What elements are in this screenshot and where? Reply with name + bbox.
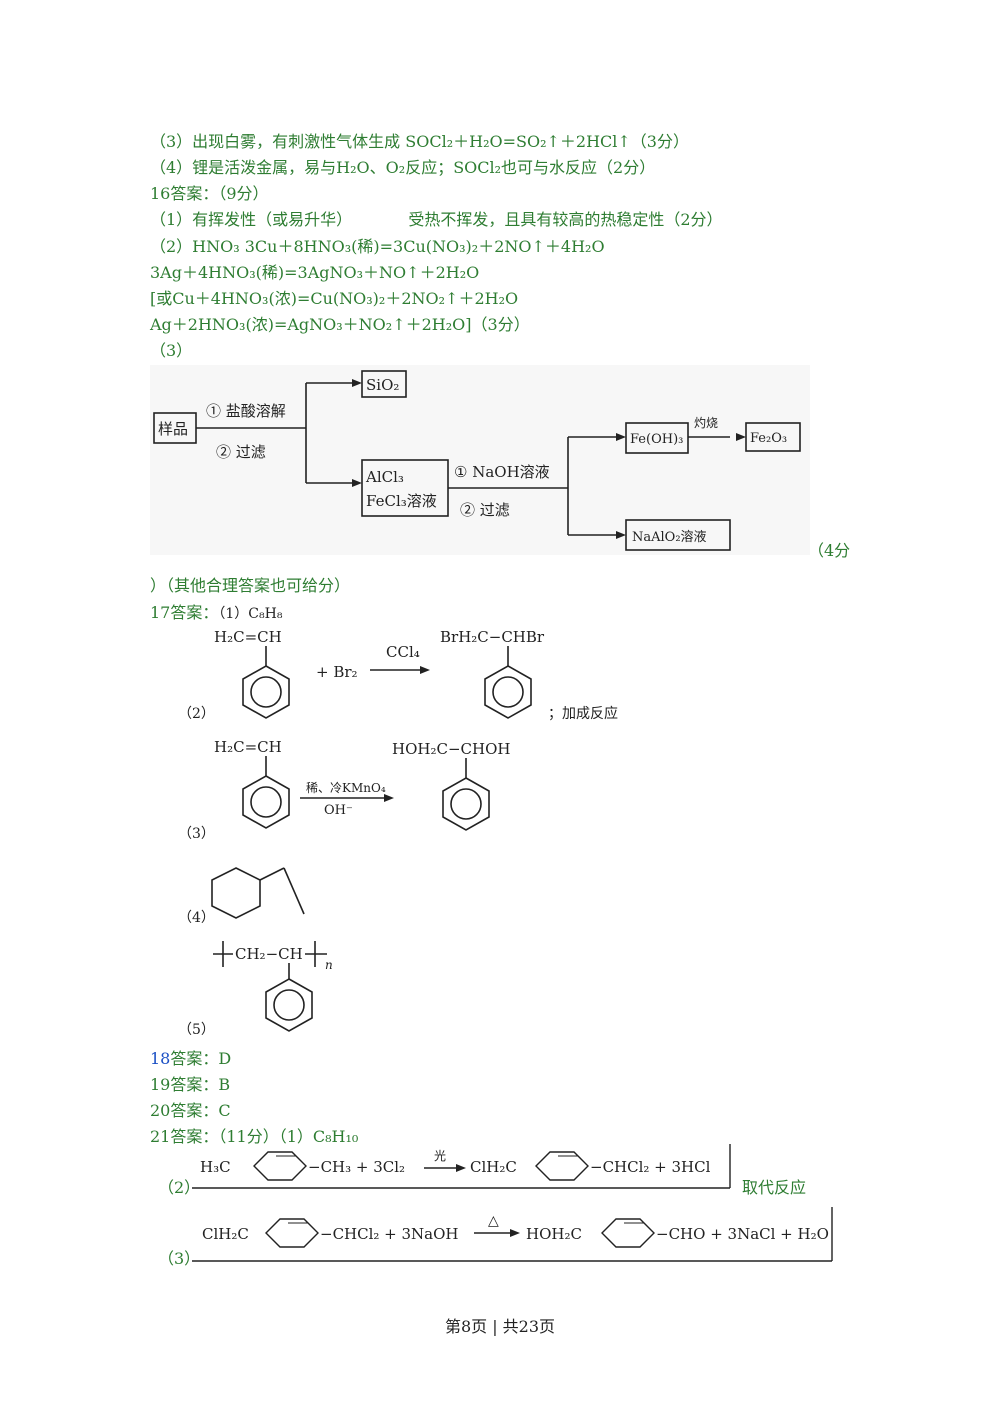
styrene-vinyl-label: H₂C=CH (214, 628, 282, 646)
q21-r3-left: ClH₂C (202, 1225, 249, 1243)
flow-alcl3: AlCl₃ (365, 468, 404, 486)
dichloro-ring (265, 1218, 319, 1248)
q21-r3-reagent: −CHCl₂ + 3NaOH (320, 1225, 459, 1243)
flow-fe2o3: Fe₂O₃ (750, 431, 787, 446)
q17-n3: （3） (178, 826, 215, 842)
q21-reaction-hydrolysis: ClH₂C −CHCl₂ + 3NaOH △ HOH₂C −CHO + 3NaC… (192, 1207, 833, 1262)
q16-part3: （3） (150, 341, 193, 360)
flow-naoh: ① NaOH溶液 (454, 463, 550, 481)
q21-n3: （3） (158, 1249, 201, 1268)
flow-naalo2: NaAlO₂溶液 (632, 530, 707, 545)
q21-r2-product-left: ClH₂C (470, 1158, 517, 1176)
q20-answer: 20答案：C (150, 1101, 231, 1120)
q16-part2-d: Ag＋2HNO₃(浓)=AgNO₃＋NO₂↑＋2H₂O]（3分） (150, 315, 530, 334)
flow-burn: 灼烧 (694, 415, 718, 430)
q17-polystyrene: CH₂−CH n (213, 941, 333, 1032)
kmno4-condition: 稀、冷KMnO₄ (306, 781, 386, 795)
q17-head: 17答案： (150, 603, 219, 622)
styrene-benzene-ring-2 (242, 775, 290, 829)
q17-n2: （2） (178, 706, 215, 722)
q17-part1: （1）C₈H₈ (218, 606, 283, 622)
q16-score: （4分 (808, 541, 851, 560)
bromine-reagent: + Br₂ (316, 663, 358, 681)
q18-number: 18 (150, 1049, 171, 1068)
xylene-ring (253, 1151, 307, 1181)
q18-text: 答案：D (170, 1049, 232, 1068)
q17-reaction-oxidation: H₂C=CH 稀、冷KMnO₄ OH⁻ HOH₂C−CHOH (214, 738, 510, 831)
q16-part1: （1）有挥发性（或易升华） 受热不挥发，且具有较高的热稳定性（2分） (150, 206, 723, 230)
q21-r2-reagent: −CH₃ + 3Cl₂ (308, 1158, 405, 1176)
dibromo-benzene-ring (484, 665, 532, 719)
styrene-vinyl-label-2: H₂C=CH (214, 738, 282, 756)
q21-heading: 21答案：（11分）（1）C₈H₁₀ (150, 1127, 359, 1146)
addition-reaction-label: ；加成反应 (548, 706, 618, 722)
dibromo-product-label: BrH₂C−CHBr (440, 628, 545, 646)
flow-feoh3: Fe(OH)₃ (630, 432, 683, 447)
q16-part1-b: 受热不挥发，且具有较高的热稳定性（2分） (408, 210, 723, 229)
light-condition: 光 (434, 1149, 446, 1163)
q17-ethylcyclohexane (211, 867, 305, 919)
polymer-n: n (325, 958, 333, 972)
substitution-reaction-label: 取代反应 (742, 1178, 807, 1197)
q21-r3-product-right: −CHO + 3NaCl + H₂O (656, 1225, 829, 1243)
chlorinated-ring (535, 1151, 589, 1181)
diol-product-label: HOH₂C−CHOH (392, 740, 510, 758)
q17-reaction-bromination: H₂C=CH + Br₂ CCl₄ BrH₂C−CHBr (214, 628, 545, 719)
polystyrene-benzene-ring (265, 978, 313, 1032)
q21-reaction-chlorination: H₃C −CH₃ + 3Cl₂ 光 ClH₂C −CHCl₂ + 3HCl (192, 1144, 731, 1189)
q16-part2-c: [或Cu＋4HNO₃(浓)=Cu(NO₃)₂＋2NO₂↑＋2H₂O (150, 289, 519, 308)
q16-part2-b: 3Ag＋4HNO₃(稀)=3AgNO₃＋NO↑＋2H₂O (150, 263, 480, 282)
q19-answer: 19答案：B (150, 1075, 231, 1094)
q15-part3: （3）出现白雾，有刺激性气体生成 SOCl₂＋H₂O=SO₂↑＋2HCl↑（3分… (150, 132, 689, 151)
separation-flow-diagram: 样品 ① 盐酸溶解 ② 过滤 SiO₂ AlCl₃ FeCl₃溶液 ① NaOH… (150, 365, 810, 555)
aldehyde-ring (601, 1218, 655, 1248)
page-footer: 第8页 | 共23页 (444, 1317, 556, 1336)
flow-sio2: SiO₂ (366, 376, 399, 394)
q21-r2-left: H₃C (200, 1158, 231, 1176)
styrene-benzene-ring (242, 665, 290, 719)
flow-fecl3: FeCl₃溶液 (366, 492, 437, 510)
q15-part4: （4）锂是活泼金属，易与H₂O、O₂反应；SOCl₂也可与水反应（2分） (150, 158, 656, 177)
heat-condition: △ (488, 1213, 499, 1229)
q17-n4: （4） (178, 910, 215, 926)
ccl4-condition: CCl₄ (386, 643, 420, 661)
q18-answer: 18答案：D (150, 1045, 231, 1069)
q16-part2-a: （2）HNO₃ 3Cu＋8HNO₃(稀)=3Cu(NO₃)₂＋2NO↑＋4H₂O (150, 237, 605, 256)
flow-step2: ② 过滤 (216, 443, 266, 461)
q16-heading: 16答案：（9分） (150, 184, 269, 203)
q21-r2-product-right: −CHCl₂ + 3HCl (590, 1158, 711, 1176)
diol-benzene-ring (442, 777, 490, 831)
flow-step1: ① 盐酸溶解 (206, 402, 286, 420)
polymer-repeat-unit: CH₂−CH (235, 945, 303, 963)
q21-n2: （2） (158, 1178, 201, 1197)
q17-n5: （5） (178, 1022, 215, 1038)
hydroxide-condition: OH⁻ (324, 803, 353, 818)
q21-r3-product-left: HOH₂C (526, 1225, 582, 1243)
q17-heading: 17答案：（1）C₈H₈ (150, 599, 282, 623)
flow-sample: 样品 (158, 420, 188, 438)
flow-filter2: ② 过滤 (460, 501, 510, 519)
q16-score-note: ）（其他合理答案也可给分） (150, 576, 351, 595)
q16-part1-a: （1）有挥发性（或易升华） (150, 210, 353, 229)
